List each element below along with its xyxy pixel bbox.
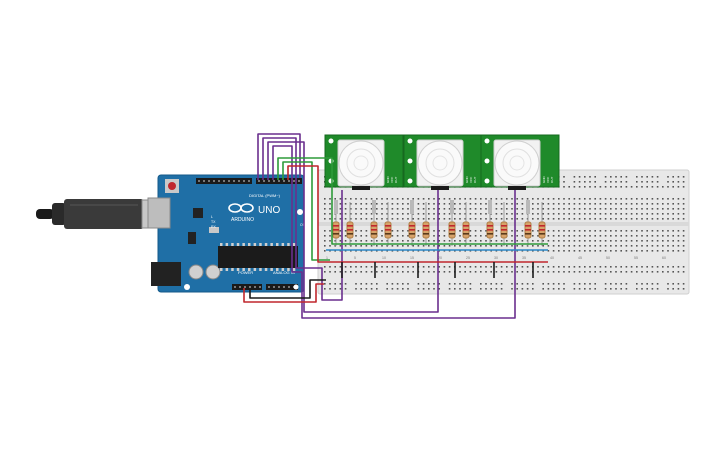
breadboard-column-number: 55 bbox=[634, 256, 638, 260]
arduino-uno-board: ARDUINO UNO DIGITAL (PWM~) POWER ANALOG … bbox=[147, 174, 306, 293]
led-lead bbox=[410, 200, 414, 214]
pir-pin-label: VCC bbox=[469, 176, 473, 183]
analog-header-label: ANALOG IN bbox=[273, 270, 295, 275]
breadboard-column-number: 40 bbox=[550, 256, 554, 260]
breadboard-column-number: 5 bbox=[354, 256, 356, 260]
pir-header bbox=[431, 186, 449, 190]
resistor[interactable] bbox=[524, 200, 532, 246]
breadboard-column-number: 1 bbox=[326, 256, 328, 260]
pir-header bbox=[508, 186, 526, 190]
usb-chip bbox=[193, 208, 203, 218]
pir-pin-label: GND bbox=[542, 176, 546, 184]
l-led-label: L bbox=[211, 215, 213, 219]
pir-dome bbox=[338, 140, 384, 186]
analog-header bbox=[266, 284, 298, 290]
wire-red-1[interactable] bbox=[287, 165, 548, 263]
breadboard-column-number: 35 bbox=[522, 256, 526, 260]
power-jack bbox=[151, 262, 181, 286]
power-header-label: POWER bbox=[238, 270, 253, 275]
resistors bbox=[332, 200, 546, 246]
pir-pin-label: GND bbox=[386, 176, 390, 184]
led-lead bbox=[488, 200, 492, 214]
capacitor-1 bbox=[188, 264, 204, 280]
breadboard-column-number: 15 bbox=[410, 256, 414, 260]
breadboard-column-number: 60 bbox=[662, 256, 666, 260]
wire-purple-2[interactable] bbox=[262, 137, 343, 301]
pir-header bbox=[352, 186, 370, 190]
led-lead bbox=[526, 200, 530, 214]
led-lead bbox=[450, 200, 454, 214]
atmega-chip bbox=[218, 246, 298, 268]
wire-purple-1[interactable] bbox=[257, 133, 301, 180]
resistor[interactable] bbox=[332, 200, 340, 246]
pir-dome bbox=[494, 140, 540, 186]
usb-plug-body bbox=[64, 199, 144, 229]
resistor[interactable] bbox=[370, 200, 378, 246]
usb-cable-tail bbox=[36, 209, 54, 219]
resistor[interactable] bbox=[422, 202, 430, 246]
resistor[interactable] bbox=[408, 200, 416, 246]
breadboard-column-number: 50 bbox=[606, 256, 610, 260]
wire-red-2[interactable] bbox=[243, 283, 324, 303]
reset-button-cap[interactable] bbox=[168, 182, 176, 190]
pir-pin-label: OUT bbox=[394, 177, 398, 184]
tx-led-label: TX bbox=[211, 220, 216, 224]
wire-black-1[interactable] bbox=[249, 279, 326, 299]
resistor[interactable] bbox=[448, 200, 456, 246]
pir-pin-label: GND bbox=[465, 176, 469, 184]
resistor[interactable] bbox=[538, 202, 546, 246]
resistor[interactable] bbox=[462, 202, 470, 246]
board-usb-jack bbox=[147, 197, 171, 229]
resistor[interactable] bbox=[486, 200, 494, 246]
pir-dome bbox=[417, 140, 463, 186]
pir-pin-label: OUT bbox=[473, 177, 477, 184]
breadboard-column-number: 20 bbox=[438, 256, 442, 260]
breadboard-column-number: 45 bbox=[578, 256, 582, 260]
capacitor-2 bbox=[205, 264, 221, 280]
rx-led-label: RX bbox=[211, 225, 217, 229]
breadboard-column-number: 30 bbox=[494, 256, 498, 260]
led-lead bbox=[372, 200, 376, 214]
pir-pin-label: VCC bbox=[390, 176, 394, 183]
resistor[interactable] bbox=[384, 202, 392, 246]
board-brand: ARDUINO bbox=[231, 217, 254, 223]
wire-purple-3[interactable] bbox=[267, 141, 439, 313]
power-header bbox=[232, 284, 262, 290]
pir-pin-label: VCC bbox=[546, 176, 550, 183]
digital-header-label: DIGITAL (PWM~) bbox=[249, 193, 281, 198]
breadboard-column-number: 10 bbox=[382, 256, 386, 260]
wire-green-1[interactable] bbox=[277, 157, 548, 245]
resistor[interactable] bbox=[500, 202, 508, 246]
wires bbox=[243, 133, 548, 319]
on-led-label: ON bbox=[300, 223, 306, 227]
breadboard-column-number: 25 bbox=[466, 256, 470, 260]
board-model: UNO bbox=[258, 205, 280, 216]
wire-purple-4[interactable] bbox=[272, 145, 516, 319]
pir-pin-label: OUT bbox=[550, 177, 554, 184]
resistor[interactable] bbox=[346, 202, 354, 246]
usb-strain-relief bbox=[52, 203, 66, 225]
led-lead bbox=[334, 200, 338, 214]
